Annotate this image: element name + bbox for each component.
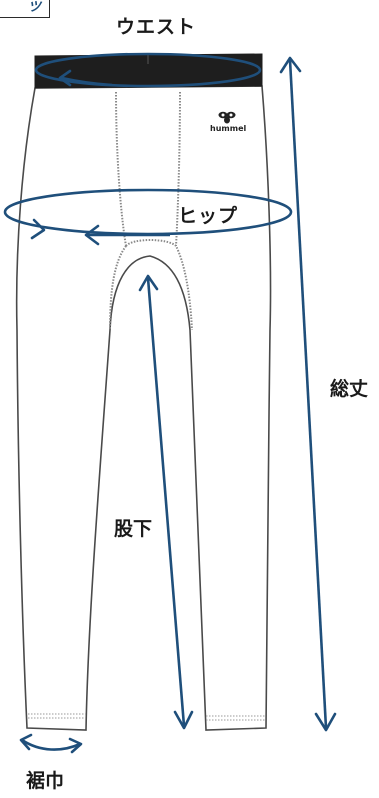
total-length-label: 総丈 [330,378,369,400]
crotch-stitch-left [109,245,127,331]
inseam-arrow-top [138,274,159,292]
waist-arrow-line [61,76,113,87]
waist-label: ウエスト [116,16,197,38]
gusset-stitch-right [175,91,181,247]
hip-label: ヒップ [178,205,239,227]
hummel-logo: hummel [210,110,247,140]
brand-name: hummel [210,124,247,133]
waist-arrow-head [58,69,72,87]
bee-icon [218,111,236,124]
inseam-arrow-bottom [173,710,194,730]
category-tag: ツ [0,0,50,18]
hem-width-arc [21,738,81,751]
pants-outline [15,85,272,731]
crotch-stitch [125,239,193,331]
total-length-line [288,59,328,729]
waist-measure-ring [34,52,262,88]
hem-width-arrow-right [68,737,83,754]
hem-width-label: 裾巾 [26,770,65,792]
hip-arrow-head [84,224,100,246]
inseam-label: 股下 [114,518,153,540]
category-tag-text: ツ [27,0,41,15]
hem-width-arrow-left [19,733,33,751]
total-length-arrow-top [279,56,302,74]
total-length-arrow-bottom [314,712,337,732]
hip-arrow-left-head [30,218,46,240]
gusset-stitch-left [115,91,127,247]
inseam-line [146,277,186,727]
